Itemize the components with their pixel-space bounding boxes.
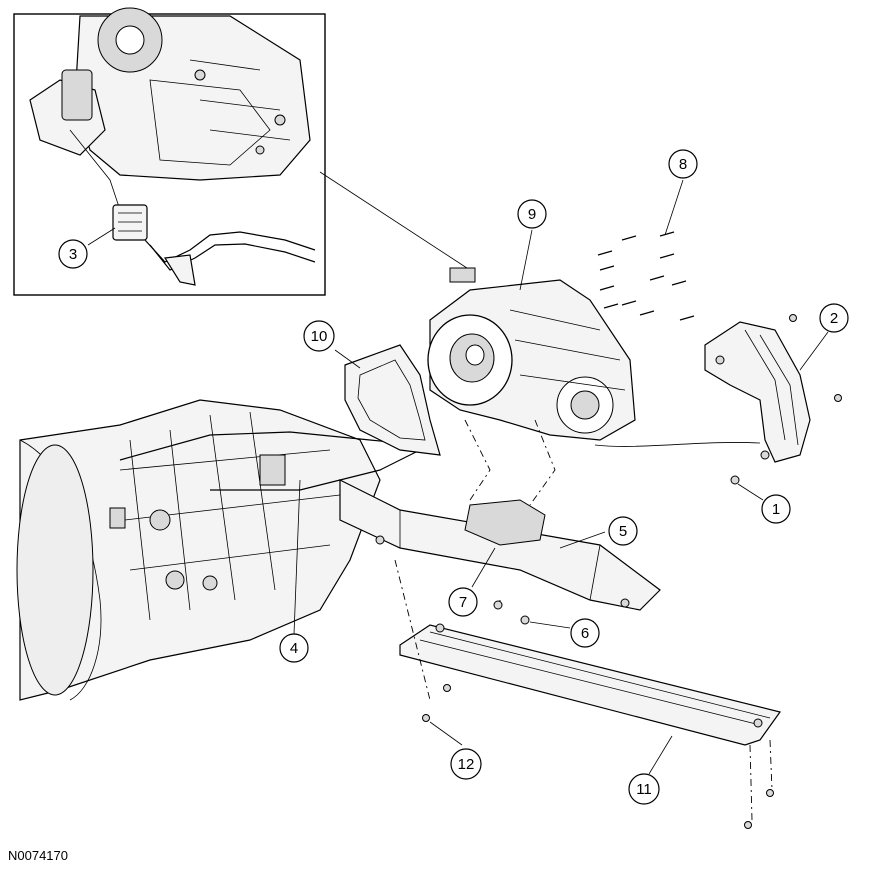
svg-text:11: 11: [636, 781, 652, 798]
callout-leaders: [87, 179, 829, 775]
figure-id-label: N0074170: [8, 848, 68, 863]
svg-text:3: 3: [69, 246, 77, 263]
svg-text:7: 7: [459, 594, 467, 611]
callout-7: 7: [448, 587, 478, 617]
callout-2: 2: [819, 303, 849, 333]
callout-3: 3: [58, 239, 88, 269]
callout-10: 10: [303, 320, 335, 352]
transmission: [16, 399, 421, 701]
svg-text:2: 2: [830, 310, 838, 327]
svg-text:1: 1: [772, 501, 780, 518]
callout-4: 4: [279, 633, 309, 663]
callout-6: 6: [570, 618, 600, 648]
crossmember: [339, 479, 661, 611]
svg-text:9: 9: [528, 206, 536, 223]
svg-text:10: 10: [311, 328, 328, 345]
heat-shield: [704, 321, 811, 463]
callout-1: 1: [761, 494, 791, 524]
transfer-case: [427, 231, 695, 441]
transfer-case-bolts: [597, 231, 695, 321]
callout-5: 5: [608, 516, 638, 546]
skid-plate: [399, 623, 782, 746]
callout-11: 11: [628, 773, 660, 805]
gasket: [344, 344, 441, 456]
svg-text:5: 5: [619, 523, 627, 540]
svg-text:4: 4: [290, 640, 298, 657]
svg-text:12: 12: [458, 756, 475, 773]
svg-text:8: 8: [679, 156, 687, 173]
callout-8: 8: [668, 149, 698, 179]
svg-text:6: 6: [581, 625, 589, 642]
callout-9: 9: [517, 199, 547, 229]
fasteners: [422, 314, 842, 829]
callout-12: 12: [450, 748, 482, 780]
